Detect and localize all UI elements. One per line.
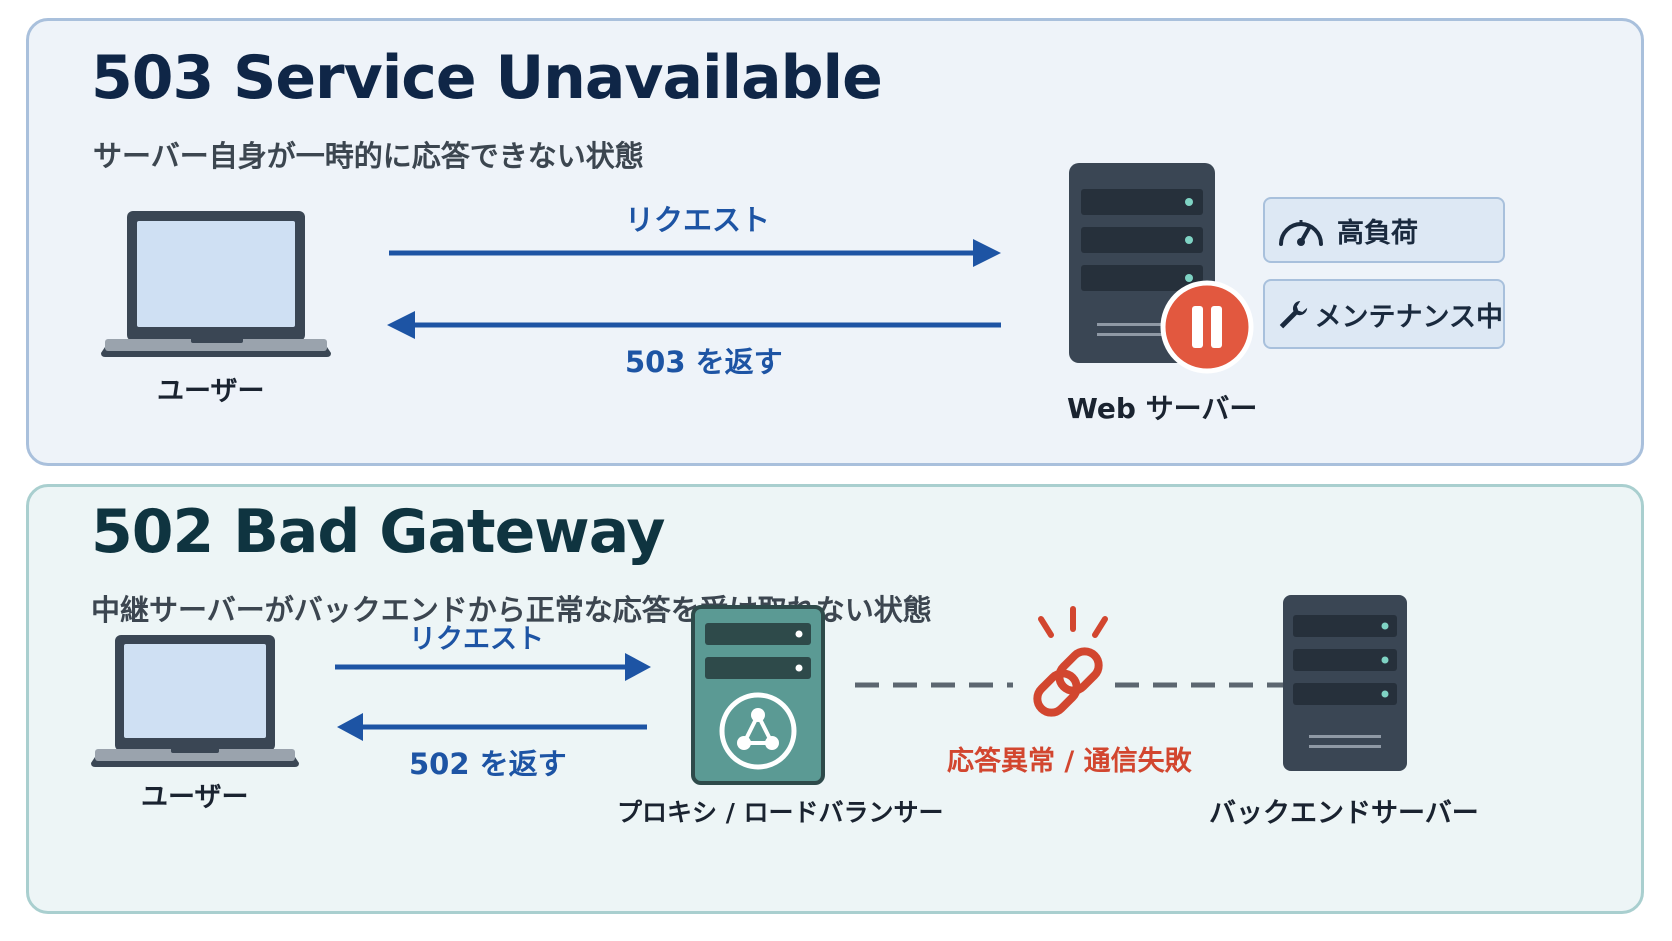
panel-503: 503 Service Unavailable サーバー自身が一時的に応答できな… xyxy=(26,18,1644,466)
error-label: 応答異常 / 通信失敗 xyxy=(947,746,1192,777)
response-arrow-502 xyxy=(337,713,647,741)
status-maintenance-label: メンテナンス中 xyxy=(1314,301,1503,333)
response-arrow xyxy=(387,311,1001,339)
status-high-load: 高負荷 xyxy=(1263,197,1505,263)
panel-502: 502 Bad Gateway 中継サーバーがバックエンドから正常な応答を受け取… xyxy=(26,484,1644,914)
proxy-server-icon xyxy=(691,605,825,785)
panel-503-subtitle: サーバー自身が一時的に応答できない状態 xyxy=(93,139,644,173)
gauge-icon xyxy=(1279,220,1323,246)
panel-503-title: 503 Service Unavailable xyxy=(91,43,883,113)
panel-502-title: 502 Bad Gateway xyxy=(91,497,665,567)
backend-connection-line xyxy=(855,682,1289,688)
status-maintenance: メンテナンス中 xyxy=(1263,279,1505,349)
user-label: ユーザー xyxy=(157,376,265,407)
backend-label: バックエンドサーバー xyxy=(1209,798,1479,829)
laptop-icon xyxy=(101,211,331,357)
response-label-502: 502 を返す xyxy=(409,747,567,781)
request-label-502: リクエスト xyxy=(409,624,544,655)
broken-link-icon xyxy=(1033,606,1108,717)
web-server-label: Web サーバー xyxy=(1067,392,1258,425)
request-arrow xyxy=(389,239,1001,267)
response-label: 503 を返す xyxy=(625,345,783,379)
proxy-label: プロキシ / ロードバランサー xyxy=(617,798,944,827)
pause-icon xyxy=(1160,280,1254,374)
status-high-load-label: 高負荷 xyxy=(1337,217,1418,249)
user-label-502: ユーザー xyxy=(141,782,249,813)
wrench-icon xyxy=(1279,300,1308,329)
request-arrow-502 xyxy=(335,653,651,681)
laptop-icon xyxy=(91,635,299,767)
backend-server-icon xyxy=(1283,595,1407,771)
request-label: リクエスト xyxy=(625,203,771,237)
